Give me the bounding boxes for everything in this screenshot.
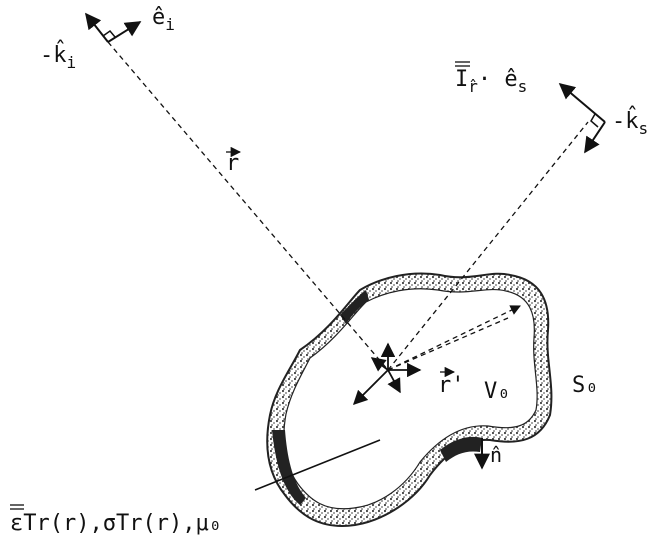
scattered-line [387, 121, 589, 371]
r-prime-vector-2 [387, 317, 509, 371]
label-n-hat: n̂ [490, 443, 502, 467]
label-s0: S₀ [572, 373, 599, 398]
neg-ks-arrow [584, 121, 606, 154]
label-neg-ki: -k̂i [40, 40, 76, 72]
dark-patch-top [340, 290, 369, 324]
ei-arrow [107, 21, 142, 43]
dark-patch-left [272, 430, 306, 505]
label-r-prime: r' [438, 373, 465, 398]
dark-patch-bottom [440, 436, 482, 462]
label-r-vector: r [226, 151, 239, 176]
incident-line [107, 41, 389, 371]
axis-upleft [370, 357, 389, 372]
label-material: εTr(r),σTr(r),μ₀ [10, 511, 222, 536]
label-v0: V₀ [484, 379, 511, 404]
right-angle-scattered [590, 113, 599, 128]
axis-down [387, 369, 401, 394]
label-ei: êi [152, 5, 175, 34]
right-angle-incident [102, 29, 116, 38]
r-prime-vector-1 [387, 305, 521, 371]
axis-downleft [352, 369, 389, 406]
neg-ki-arrow [85, 12, 109, 43]
label-is-es: Ir̂· ês [455, 67, 527, 96]
label-neg-ks: -k̂s [612, 106, 648, 138]
es-arrow [558, 82, 606, 123]
material-pointer [254, 439, 381, 491]
